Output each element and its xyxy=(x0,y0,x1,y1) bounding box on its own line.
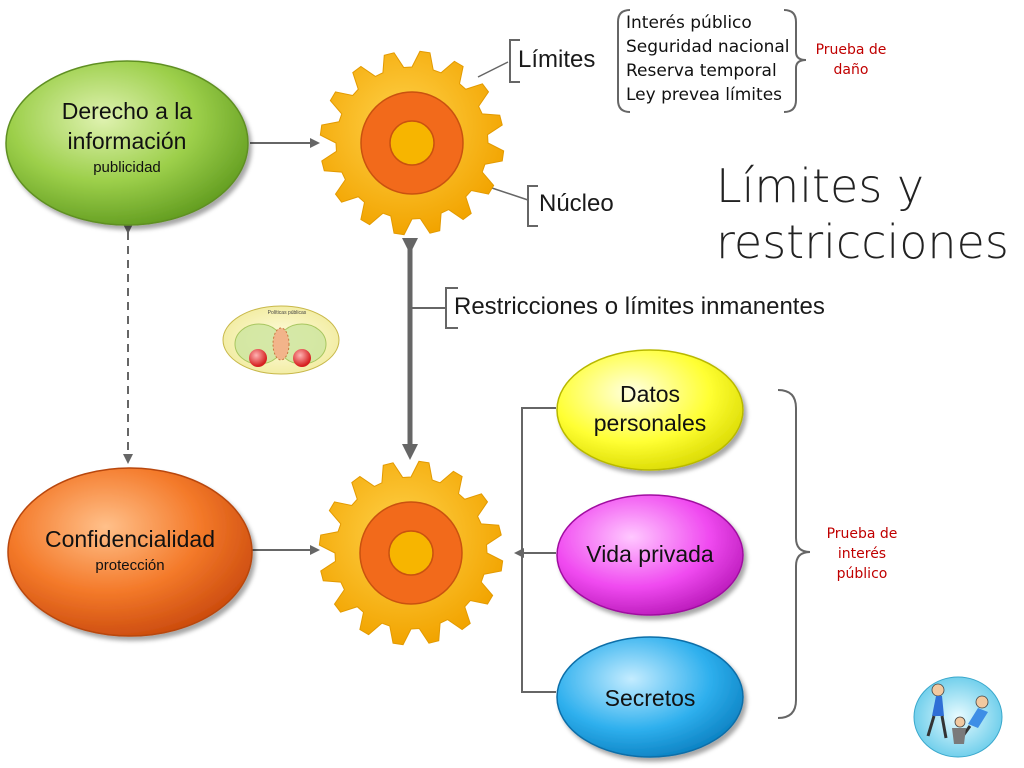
venn-mini-icon: Políticas públicas xyxy=(222,305,340,375)
limites-bracket xyxy=(509,39,520,83)
list-bracket-left xyxy=(617,9,631,113)
page-title: Límites y restricciones xyxy=(716,158,1009,270)
confidencialidad-subtitle: protección xyxy=(95,557,165,574)
datos-text: Datos personales xyxy=(566,380,734,438)
derecho-oval xyxy=(5,60,249,226)
confidencialidad-title: Confidencialidad xyxy=(44,526,216,552)
prueba-dano: Prueba de daño xyxy=(806,40,896,80)
limit-item-interes: Interés público xyxy=(626,13,752,33)
limit-item-ley: Ley prevea límites xyxy=(626,85,783,105)
limits-list: Interés público Seguridad nacional Reser… xyxy=(626,11,790,107)
nucleo-label: Núcleo xyxy=(539,190,614,217)
page-title-line1: Límites y xyxy=(716,159,925,213)
derecho-subtitle: publicidad xyxy=(93,159,161,176)
nucleo-bracket xyxy=(527,185,538,227)
page-title-line2: restricciones xyxy=(716,215,1009,269)
confidencialidad-text: Confidencialidad protección xyxy=(18,524,242,578)
right-tree-connector xyxy=(521,407,556,693)
list-bracket-right xyxy=(783,9,807,113)
vida-oval xyxy=(556,494,744,616)
gear-icon xyxy=(318,460,504,646)
prueba-dano-line1: Prueba de xyxy=(815,42,887,58)
prueba-interes-line2: interés xyxy=(837,546,887,562)
secretos-oval xyxy=(556,636,744,758)
limites-label: Límites xyxy=(518,46,596,73)
venn-mini-label: Políticas públicas xyxy=(268,310,307,316)
gear-icon xyxy=(319,50,505,236)
limit-item-reserva: Reserva temporal xyxy=(626,61,777,81)
prueba-interes-line1: Prueba de xyxy=(826,526,898,542)
datos-oval xyxy=(556,349,744,471)
prueba-interes-line3: público xyxy=(836,566,888,582)
connectors xyxy=(123,9,811,719)
limites-connector xyxy=(477,61,509,78)
datos-line2: personales xyxy=(593,410,707,436)
big-right-brace xyxy=(777,389,811,719)
restricciones-label: Restricciones o límites inmanentes xyxy=(454,293,825,320)
datos-line1: Datos xyxy=(619,381,681,407)
prueba-dano-line2: daño xyxy=(833,62,869,78)
secretos-text: Secretos xyxy=(604,685,696,711)
clipart-people-icon xyxy=(913,676,1003,758)
derecho-title-line1: Derecho a la xyxy=(61,98,193,124)
limit-item-seguridad: Seguridad nacional xyxy=(626,37,790,57)
derecho-text: Derecho a la información publicidad xyxy=(20,96,234,180)
prueba-interes: Prueba de interés público xyxy=(814,524,910,584)
confidencialidad-oval xyxy=(7,467,253,637)
vida-text: Vida privada xyxy=(586,541,714,567)
derecho-title-line2: información xyxy=(67,128,187,154)
